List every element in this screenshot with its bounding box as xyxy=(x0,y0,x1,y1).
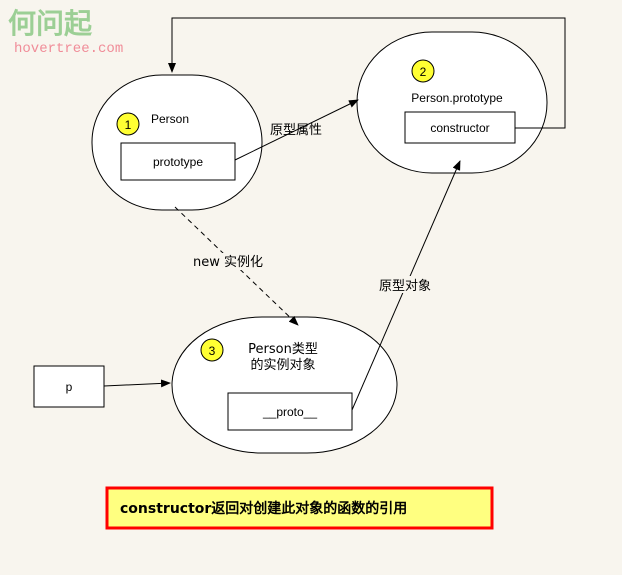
svg-text:constructor返回对创建此对象的函数的引用: constructor返回对创建此对象的函数的引用 xyxy=(120,500,407,517)
prototype-property-label: 原型属性 xyxy=(270,123,322,138)
prototype-box xyxy=(120,142,236,181)
prototype-node: 2 Person.prototype constructor xyxy=(356,31,548,174)
person-node: 1 Person prototype xyxy=(91,74,263,211)
svg-text:1: 1 xyxy=(125,118,132,132)
svg-text:2: 2 xyxy=(420,65,427,79)
svg-text:__proto__: __proto__ xyxy=(262,405,317,419)
p-node: p xyxy=(33,365,105,408)
svg-text:p: p xyxy=(66,380,73,394)
constructor-box xyxy=(404,111,516,144)
proto-box xyxy=(227,392,353,431)
prototype-property-edge xyxy=(234,99,359,161)
svg-text:constructor: constructor xyxy=(430,121,489,135)
constructor-edge xyxy=(168,17,566,129)
svg-text:Person类型: Person类型 xyxy=(248,342,318,357)
svg-text:的实例对象: 的实例对象 xyxy=(250,357,315,373)
badge-2 xyxy=(411,59,435,83)
badge-1 xyxy=(116,112,140,136)
watermark-logo: 何问起 hovertree.com xyxy=(8,7,123,57)
new-instance-label: new 实例化 xyxy=(193,255,263,270)
svg-text:何问起: 何问起 xyxy=(8,7,93,40)
person-label: Person xyxy=(151,112,189,126)
note-box: constructor返回对创建此对象的函数的引用 xyxy=(105,486,494,530)
instance-node: 3 Person类型 的实例对象 __proto__ xyxy=(171,316,398,454)
svg-text:3: 3 xyxy=(209,344,216,358)
badge-3 xyxy=(200,338,224,362)
svg-text:prototype: prototype xyxy=(153,155,203,169)
svg-text:hovertree.com: hovertree.com xyxy=(14,41,123,57)
p-edge xyxy=(103,379,171,388)
prototype-label: Person.prototype xyxy=(411,91,503,105)
prototype-object-label: 原型对象 xyxy=(379,279,431,294)
